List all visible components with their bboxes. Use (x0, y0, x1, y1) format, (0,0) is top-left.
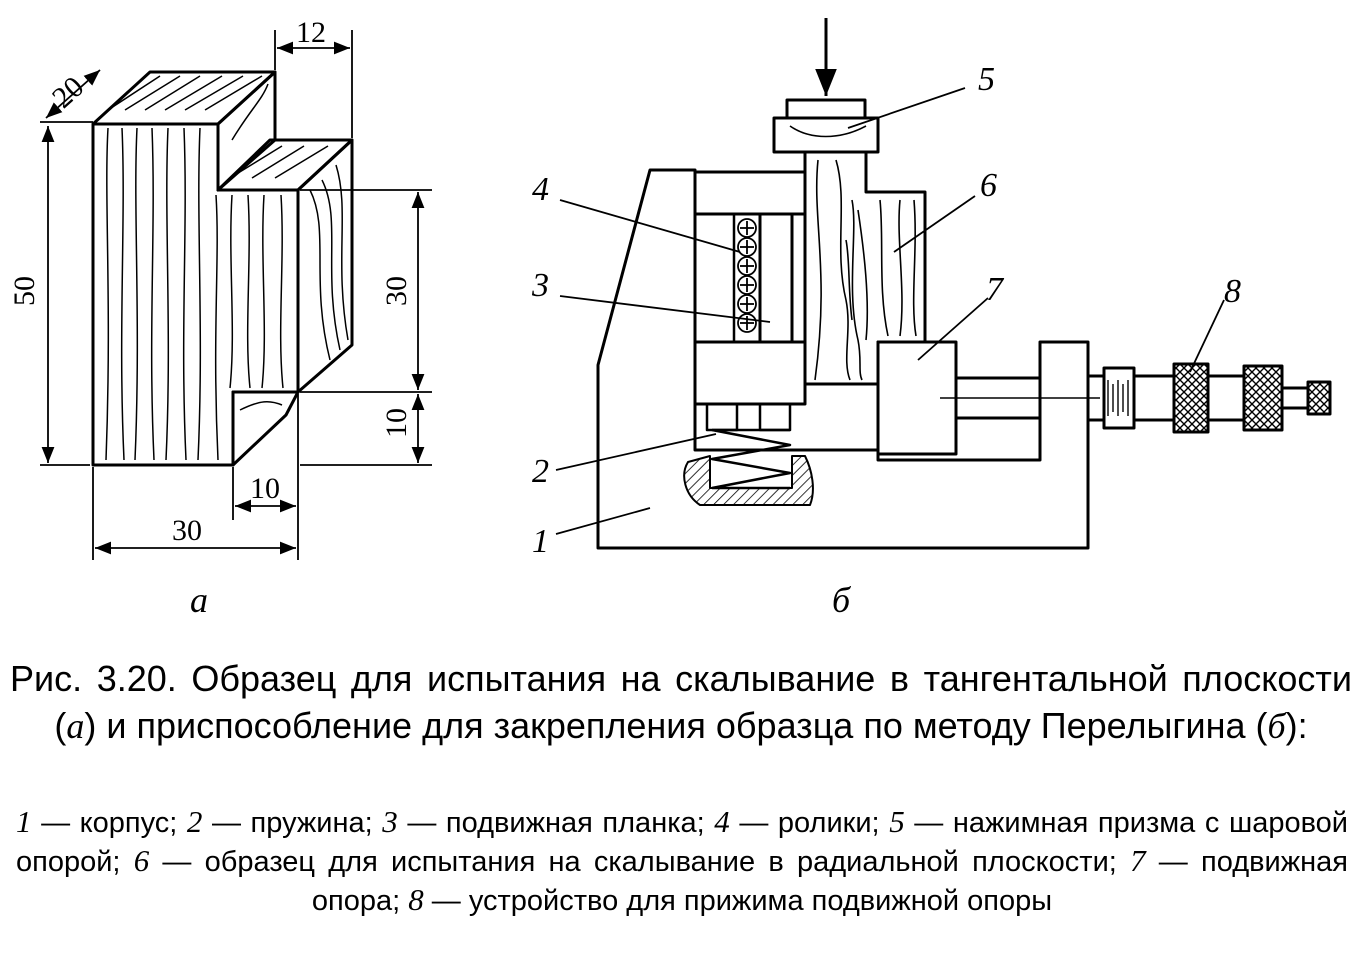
legend-num: 3 (382, 804, 398, 839)
legend-num: 4 (714, 804, 730, 839)
callout-3: 3 (531, 267, 549, 304)
dim-bottom-height: 10 (380, 408, 413, 438)
legend-text: — подвижная опора; (311, 846, 1348, 917)
legend-text: — подвижная планка; (397, 807, 715, 839)
label-a: а (190, 580, 208, 620)
caption-a-letter: а (66, 706, 85, 746)
callout-2: 2 (532, 453, 549, 490)
clamp-screw (1086, 362, 1332, 434)
legend-text: — образец для испытания на скалывание в … (149, 846, 1131, 878)
movable-plank (758, 212, 794, 344)
figure-diagram: 12 20 50 30 10 10 30 а (8, 16, 1332, 620)
dim-bottom-width: 10 (250, 472, 280, 505)
specimen-front-face (91, 122, 300, 467)
legend-text: — корпус; (31, 807, 187, 839)
fixture-drawing-b (555, 18, 1332, 550)
legend-text: — нажимная призма с шаровой опорой; (16, 807, 1349, 878)
callout-7: 7 (986, 271, 1005, 308)
legend-text: — ролики; (729, 807, 890, 839)
legend-text: — устройство для прижима подвижной опоры (423, 885, 1053, 917)
knurled-nut-1 (1172, 362, 1210, 434)
dim-width: 30 (172, 514, 202, 547)
legend-num: 5 (889, 804, 905, 839)
legend-num: 8 (408, 882, 424, 917)
knurled-nut-2 (1242, 364, 1284, 432)
label-b: б (832, 580, 852, 620)
rollers (737, 218, 757, 333)
specimen-side-face (296, 138, 354, 394)
dim-height: 50 (8, 276, 41, 306)
legend-num: 7 (1130, 843, 1146, 878)
legend-num: 6 (133, 843, 150, 878)
legend-num: 2 (186, 804, 203, 839)
dim-top-width: 12 (296, 16, 326, 49)
figure-legend: 1 — корпус; 2 — пружина; 3 — подвижная п… (16, 803, 1348, 920)
legend-text: — пружина; (202, 807, 383, 839)
dim-depth: 20 (46, 70, 90, 115)
lower-clamp (693, 340, 807, 406)
caption-b-letter: б (1267, 706, 1286, 746)
specimen-step-face (216, 138, 354, 192)
caption-prefix: Рис. 3.20. Образец для испытания на скал… (10, 658, 1352, 746)
callout-5: 5 (978, 61, 995, 98)
callout-6: 6 (980, 167, 997, 204)
legend-num: 1 (16, 804, 32, 839)
specimen-drawing-a (40, 30, 432, 560)
callout-8: 8 (1224, 273, 1241, 310)
upper-clamp (693, 170, 807, 216)
caption-middle: ) и приспособление для закрепления образ… (84, 705, 1268, 746)
caption-suffix: ): (1285, 705, 1308, 746)
callout-4: 4 (532, 171, 549, 208)
figure-caption: Рис. 3.20. Образец для испытания на скал… (10, 655, 1352, 750)
callout-1: 1 (532, 523, 549, 560)
dim-inner-height: 30 (380, 276, 413, 306)
